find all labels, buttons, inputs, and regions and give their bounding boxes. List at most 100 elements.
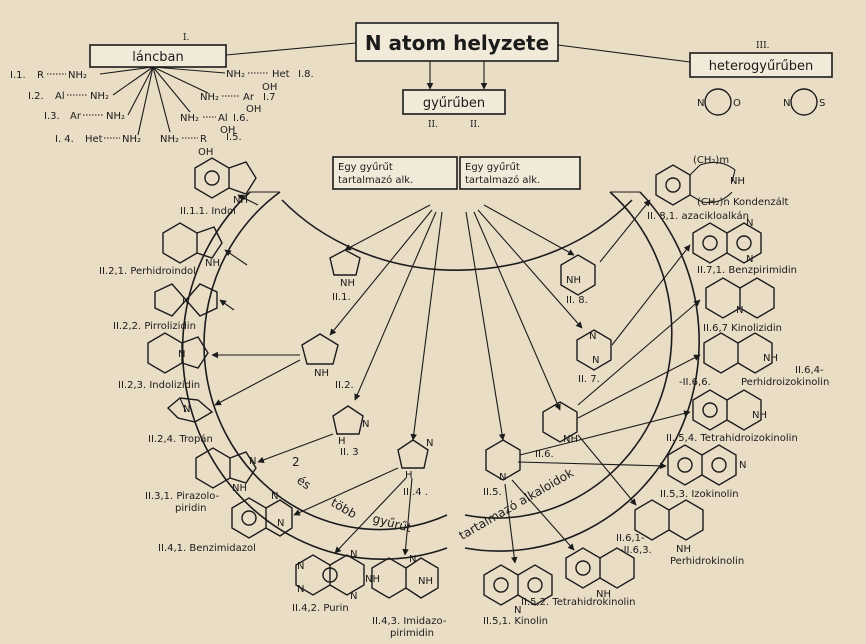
svg-text:-II.6,6.: -II.6,6. [679,377,711,388]
chain-i8-r: Het [272,69,290,80]
chain-roman: I. [183,33,190,43]
chain-i6-r: Al [218,113,228,124]
compound-ii41: N N II.4,1. Benzimidazol [158,467,399,554]
svg-text:H: H [405,470,413,481]
svg-text:II. 8.: II. 8. [566,295,588,306]
chain-i5-r: R [200,134,207,145]
ring-title: gyűrűben [423,96,485,111]
center-box-right [459,156,581,190]
ring-roman-a: II. [428,120,438,130]
svg-text:N: N [271,491,278,502]
svg-text:N: N [514,605,521,616]
chain-i7-oh: OH [246,104,261,115]
svg-text:N: N [350,591,357,602]
center-box-left [332,156,458,190]
svg-text:II.2,1. Perhidroindol: II.2,1. Perhidroindol [99,266,196,277]
svg-text:NH: NH [340,278,355,289]
chain-i5-oh: OH [198,147,213,158]
ring-box [402,89,506,115]
svg-text:NH: NH [596,589,611,600]
svg-text:N: N [178,349,185,360]
svg-text:II.1.1. Indol: II.1.1. Indol [180,206,236,217]
svg-text:N: N [183,404,190,415]
svg-text:N: N [277,518,284,529]
svg-text:II.4,3. Imidazo-: II.4,3. Imidazo- [372,616,447,627]
chain-i7-r: Ar [243,92,255,103]
svg-text:NH: NH [232,483,247,494]
chain-i2-r: Al [55,91,65,102]
chain-i4-n: NH₂ [122,134,141,145]
svg-text:NH: NH [566,275,581,286]
compound-ii24: N II.2,4. Tropán [148,359,301,445]
compound-ii4: N H II .4 . [397,438,433,498]
compound-ii71: N N II.7,1. Benzpirimidin [611,218,797,346]
svg-text:N: N [746,254,753,265]
svg-text:Kondenzált: Kondenzált [733,196,789,208]
compound-ii43: NH N NH II.4,3. Imidazo- pirimidin [365,477,447,639]
svg-text:II.6,1-: II.6,1- [616,533,645,544]
main-to-hetero-line [557,44,691,63]
svg-text:NH: NH [763,353,778,364]
compound-ii2: NH II.2. [301,333,354,391]
svg-text:II.5.: II.5. [483,487,502,498]
compound-ii7: N N II. 7. [576,329,612,385]
band-left-3: több [329,495,360,521]
compound-ii81: (CH₂)m NH (CH₂)n Kondenzált II. 8,1. aza… [599,155,789,263]
svg-text:N: N [426,438,433,449]
svg-text:II.6,7 Kinolizidin: II.6,7 Kinolizidin [703,323,782,334]
compound-ii21: NH II.2,1. Perhidroindol [99,222,248,277]
chain-i4-r: Het [85,134,103,145]
svg-text:II.3,1. Pirazolo-: II.3,1. Pirazolo- [145,491,220,502]
svg-text:II.2,3. Indolizidin: II.2,3. Indolizidin [118,380,200,391]
main-to-chain-line [225,42,357,56]
svg-text:N: N [350,549,357,560]
svg-text:N: N [182,296,189,307]
svg-text:O: O [733,98,741,109]
compound-ii54: NH II. 5,4. Tetrahidroizokinolin [519,389,798,456]
compound-ii31: N NH II.3,1. Pirazolo- piridin [145,433,334,514]
svg-text:(CH₂)m: (CH₂)m [693,155,729,166]
svg-text:II.2,2. Pirrolizidin: II.2,2. Pirrolizidin [113,321,196,332]
svg-text:N: N [736,305,743,316]
svg-text:H: H [338,436,346,447]
svg-text:II.5,2. Tetrahidrokinolin: II.5,2. Tetrahidrokinolin [521,597,635,608]
chain-i1-label: I.1. [10,70,26,81]
center-left-1: Egy gyűrűt [338,161,393,173]
chain-i6-oh: OH [220,125,235,136]
arc-left-outer [181,191,448,560]
chain-i6-label: I.6. [233,113,249,124]
svg-text:N: N [697,98,704,109]
chain-i8-oh: OH [262,82,277,93]
svg-text:N: N [589,331,596,342]
svg-text:II.5,3. Izokinolin: II.5,3. Izokinolin [660,489,739,500]
svg-text:NH: NH [563,434,578,445]
main-title-box [355,22,559,62]
hetero-ring-no: N O [697,88,741,116]
chain-i8-n: NH₂ [226,69,245,80]
compound-ii53: N II.5,3. Izokinolin [517,444,746,500]
svg-text:N: N [783,98,790,109]
svg-text:NH: NH [205,258,220,269]
main-title: N atom helyzete [365,31,549,55]
svg-text:N: N [592,355,599,366]
svg-text:N: N [746,218,753,229]
svg-text:-II.6,3.: -II.6,3. [620,545,652,556]
compound-ii8: NH II. 8. [560,254,596,306]
hetero-roman: III. [756,41,770,51]
compound-ii51: N II.5,1. Kinolin [483,483,553,627]
svg-text:NH: NH [752,410,767,421]
svg-text:II.6.: II.6. [535,449,554,460]
svg-text:Perhidrokinolin: Perhidrokinolin [670,556,744,567]
arc-right-outer [464,191,700,552]
chain-i3-r: Ar [70,111,82,122]
center-left-2: tartalmazó alk. [338,174,413,186]
center-right-2: tartalmazó alk. [465,174,540,186]
compound-ii61: NH II.6,1- -II.6,3. Perhidrokinolin [577,434,744,567]
svg-text:N: N [499,472,506,483]
chain-title: láncban [132,50,183,65]
compound-ii6: NH II.6. [535,401,578,460]
center-right-1: Egy gyűrűt [465,161,520,173]
svg-text:II.2.: II.2. [335,380,354,391]
